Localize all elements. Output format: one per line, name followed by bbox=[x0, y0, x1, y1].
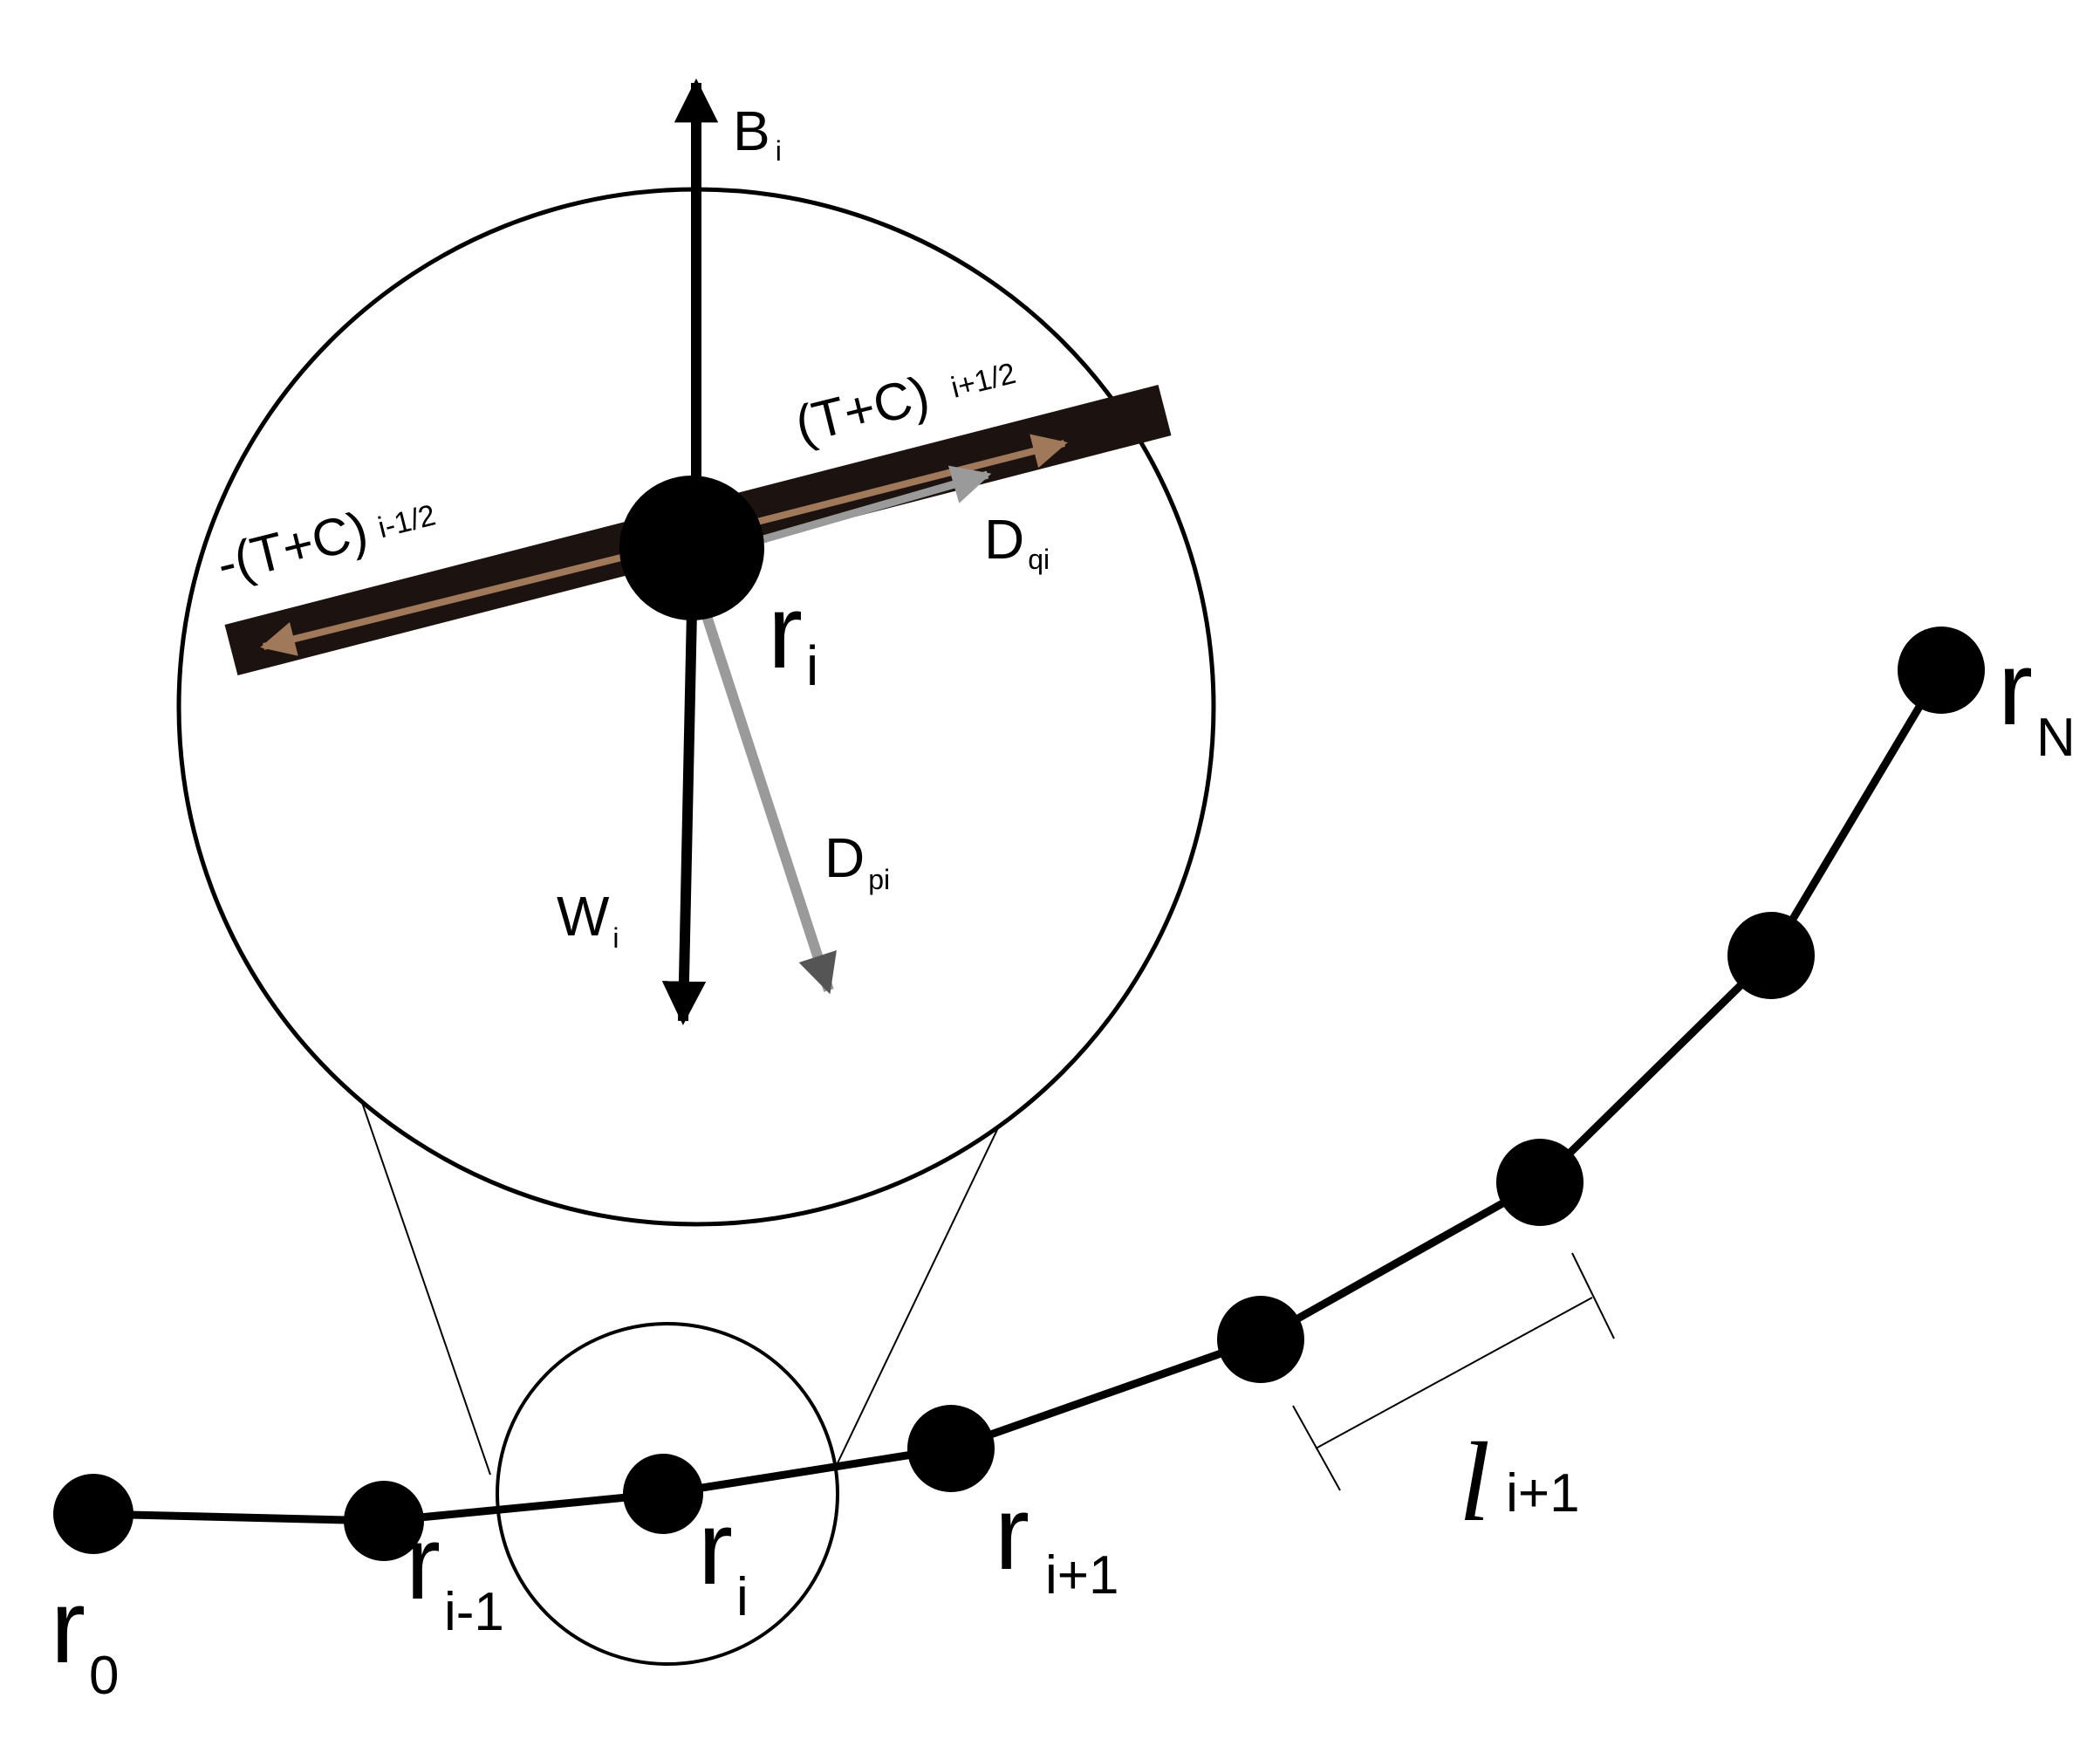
label-r0: r0 bbox=[51, 1568, 119, 1706]
label-r-i-minus-1: ri-1 bbox=[406, 1504, 504, 1642]
chain-node-r-i-plus-1 bbox=[907, 1405, 995, 1492]
zoom-source-circle bbox=[496, 1322, 839, 1666]
chain-node-r-i bbox=[623, 1454, 703, 1534]
chain-node-r-i-minus-1 bbox=[344, 1481, 424, 1561]
drag-normal-arrow bbox=[700, 609, 837, 995]
chain-node-7 bbox=[1727, 912, 1815, 999]
zoom-node-label: ri bbox=[768, 573, 818, 697]
label-r-i: ri bbox=[698, 1489, 749, 1627]
tension-back-arrow bbox=[260, 548, 646, 656]
weight-arrow bbox=[661, 610, 707, 1026]
tension-forward-arrow bbox=[749, 434, 1068, 527]
chain-node-r0 bbox=[53, 1474, 133, 1554]
chain-node-r-N bbox=[1898, 627, 1985, 714]
chain-node-6 bbox=[1496, 1139, 1584, 1226]
label-r-N: rN bbox=[1998, 630, 2076, 768]
zoom-node bbox=[619, 476, 764, 620]
chain-node-5 bbox=[1217, 1296, 1304, 1383]
cable-chain bbox=[92, 668, 1945, 1525]
segment-length-dimension bbox=[1292, 1252, 1615, 1491]
drag-tangent-arrow bbox=[762, 465, 992, 544]
